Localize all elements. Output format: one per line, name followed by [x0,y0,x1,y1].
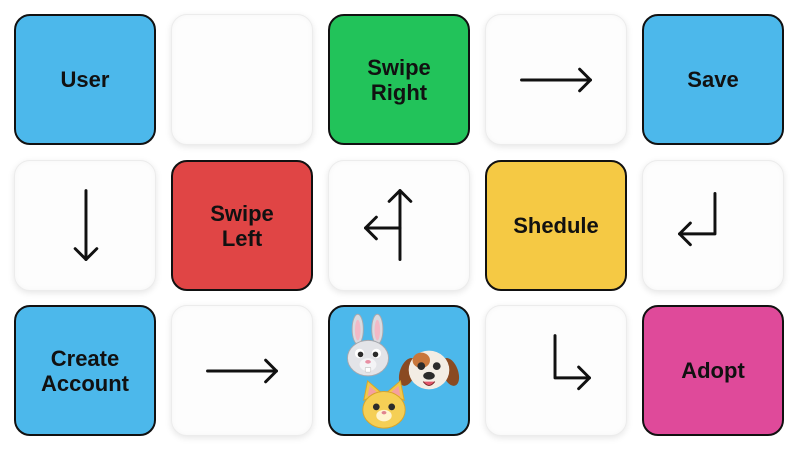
swipe-left-label: Swipe Left [210,200,274,251]
arrow-right-icon [520,67,592,93]
animals-tile[interactable] [328,305,470,436]
arrow-return-left-icon [678,192,717,247]
arrow-down-tile [14,160,156,291]
arrow-down-icon [73,189,99,261]
adopt-label: Adopt [681,358,745,383]
create-account-label: Create Account [41,345,129,396]
arrow-right-tile-2 [171,305,313,436]
adopt-tile[interactable]: Adopt [642,305,784,436]
swipe-left-tile[interactable]: Swipe Left [171,160,313,291]
arrow-right-tile [485,14,627,145]
arrow-return-tile [642,160,784,291]
arrow-down-right-icon [553,334,591,391]
swipe-right-tile[interactable]: Swipe Right [328,14,470,145]
dog-emoji-icon [398,350,460,390]
shedule-label: Shedule [513,213,599,238]
arrow-right-icon [206,358,278,384]
swipe-right-label: Swipe Right [367,54,431,105]
arrow-up-left-branch-icon [364,189,413,261]
arrow-branch-tile [328,160,470,291]
rabbit-emoji-icon [347,313,389,377]
save-label: Save [687,67,739,92]
cat-emoji-icon [362,380,406,429]
empty-tile [171,14,313,145]
arrow-down-right-tile [485,305,627,436]
user-tile[interactable]: User [14,14,156,145]
user-label: User [60,67,110,92]
create-account-tile[interactable]: Create Account [14,305,156,436]
save-tile[interactable]: Save [642,14,784,145]
shedule-tile[interactable]: Shedule [485,160,627,291]
